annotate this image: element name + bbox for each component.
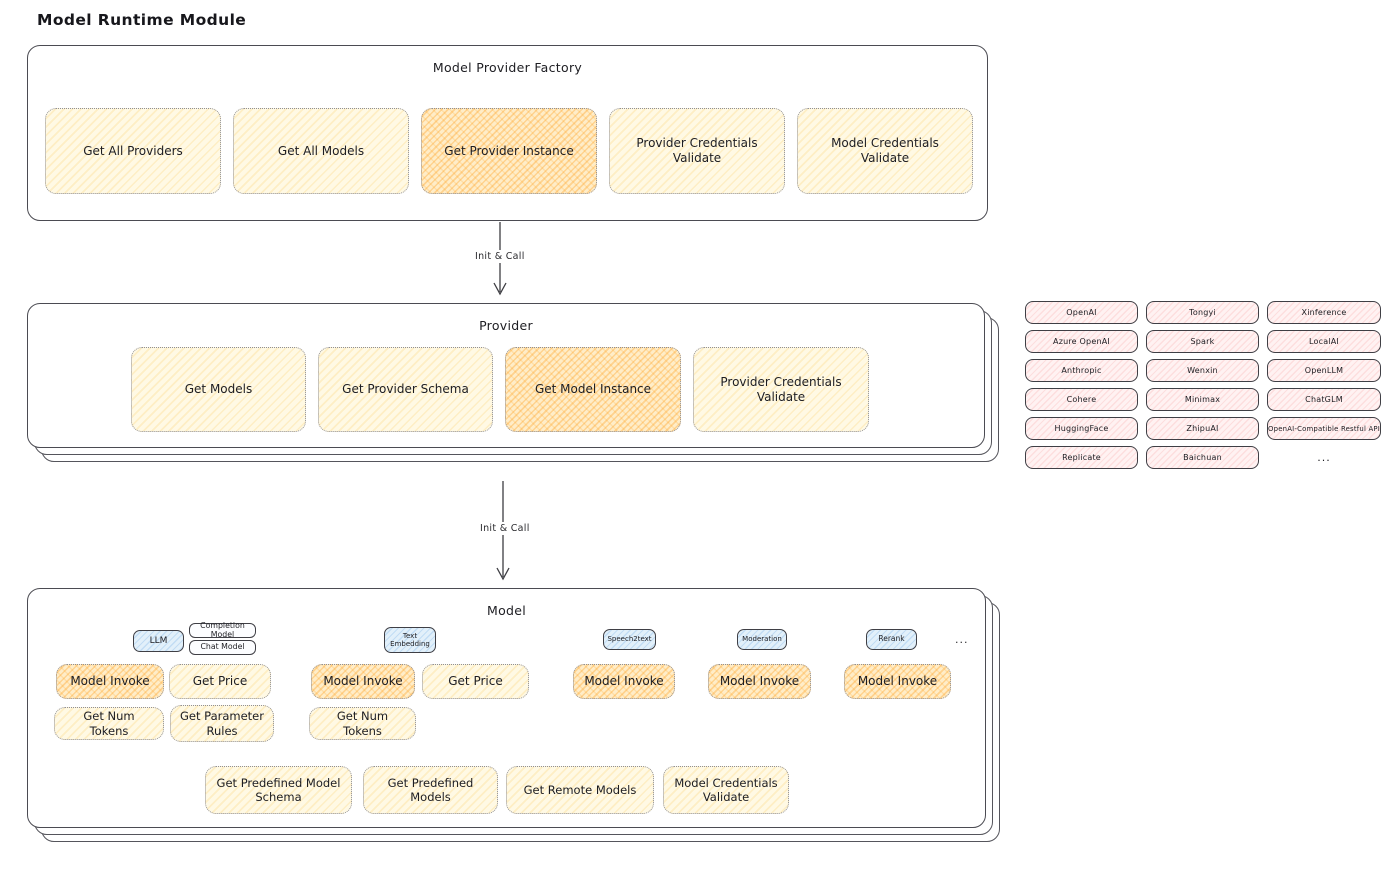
tag-speech2text: Speech2text (603, 629, 656, 650)
get-provider-schema-box: Get Provider Schema (318, 347, 493, 432)
tag-rerank: Rerank (866, 629, 917, 650)
embedding-model-invoke-box: Model Invoke (311, 664, 415, 699)
model-stack: Model LLM Completion Model Chat Model Te… (27, 588, 1000, 842)
tag-moderation: Moderation (737, 629, 787, 650)
get-all-models-box: Get All Models (233, 108, 409, 194)
tags-more-ellipsis: ... (955, 633, 969, 646)
tag-chat-model: Chat Model (189, 640, 256, 655)
provider-credentials-validate-box: Provider Credentials Validate (609, 108, 785, 194)
provider-list-grid: OpenAI Tongyi Xinference Azure OpenAI Sp… (1025, 301, 1381, 469)
model-provider-factory-panel: Model Provider Factory Get All Providers… (27, 45, 988, 221)
model-panel: Model LLM Completion Model Chat Model Te… (27, 588, 986, 828)
get-provider-instance-box: Get Provider Instance (421, 108, 597, 194)
provider-title: Provider (479, 318, 533, 333)
llm-get-num-tokens-box: Get Num Tokens (54, 707, 164, 740)
get-predefined-models-box: Get Predefined Models (363, 766, 498, 814)
provider-localai: LocalAI (1267, 330, 1381, 353)
provider-baichuan: Baichuan (1146, 446, 1259, 469)
get-remote-models-box: Get Remote Models (506, 766, 654, 814)
provider-panel: Provider Get Models Get Provider Schema … (27, 303, 985, 448)
get-all-providers-box: Get All Providers (45, 108, 221, 194)
provider-minimax: Minimax (1146, 388, 1259, 411)
moderation-model-invoke-box: Model Invoke (708, 664, 811, 699)
tag-completion-model: Completion Model (189, 621, 256, 638)
provider-more-ellipsis: ... (1317, 451, 1331, 464)
provider-stack: Provider Get Models Get Provider Schema … (27, 303, 999, 462)
tag-text-embedding: Text Embedding (384, 627, 436, 653)
diagram-title: Model Runtime Module (37, 11, 247, 29)
get-predefined-model-schema-box: Get Predefined Model Schema (205, 766, 352, 814)
llm-model-invoke-box: Model Invoke (56, 664, 164, 699)
llm-get-parameter-rules-box: Get Parameter Rules (170, 705, 274, 742)
tag-llm: LLM (133, 630, 184, 652)
provider-xinference: Xinference (1267, 301, 1381, 324)
provider-azure-openai: Azure OpenAI (1025, 330, 1138, 353)
embedding-get-price-box: Get Price (422, 664, 529, 699)
provider-zhipuai: ZhipuAI (1146, 417, 1259, 440)
provider-openai-compatible: OpenAI-Compatible Restful API (1267, 417, 1381, 440)
provider-cohere: Cohere (1025, 388, 1138, 411)
provider-anthropic: Anthropic (1025, 359, 1138, 382)
init-call-label-1: Init & Call (471, 250, 529, 263)
model-credentials-validate-box: Model Credentials Validate (797, 108, 973, 194)
rerank-model-invoke-box: Model Invoke (844, 664, 951, 699)
provider-replicate: Replicate (1025, 446, 1138, 469)
model-title: Model (486, 603, 527, 618)
provider-credentials-validate-box-2: Provider Credentials Validate (693, 347, 869, 432)
get-model-instance-box: Get Model Instance (505, 347, 681, 432)
provider-openllm: OpenLLM (1267, 359, 1381, 382)
llm-get-price-box: Get Price (169, 664, 271, 699)
embedding-get-num-tokens-box: Get Num Tokens (309, 707, 416, 740)
provider-spark: Spark (1146, 330, 1259, 353)
provider-huggingface: HuggingFace (1025, 417, 1138, 440)
factory-title: Model Provider Factory (432, 60, 583, 75)
model-credentials-validate-box-3: Model Credentials Validate (663, 766, 789, 814)
speech2text-model-invoke-box: Model Invoke (573, 664, 675, 699)
init-call-label-2: Init & Call (476, 522, 534, 535)
provider-tongyi: Tongyi (1146, 301, 1259, 324)
provider-openai: OpenAI (1025, 301, 1138, 324)
get-models-box: Get Models (131, 347, 306, 432)
provider-chatglm: ChatGLM (1267, 388, 1381, 411)
provider-wenxin: Wenxin (1146, 359, 1259, 382)
